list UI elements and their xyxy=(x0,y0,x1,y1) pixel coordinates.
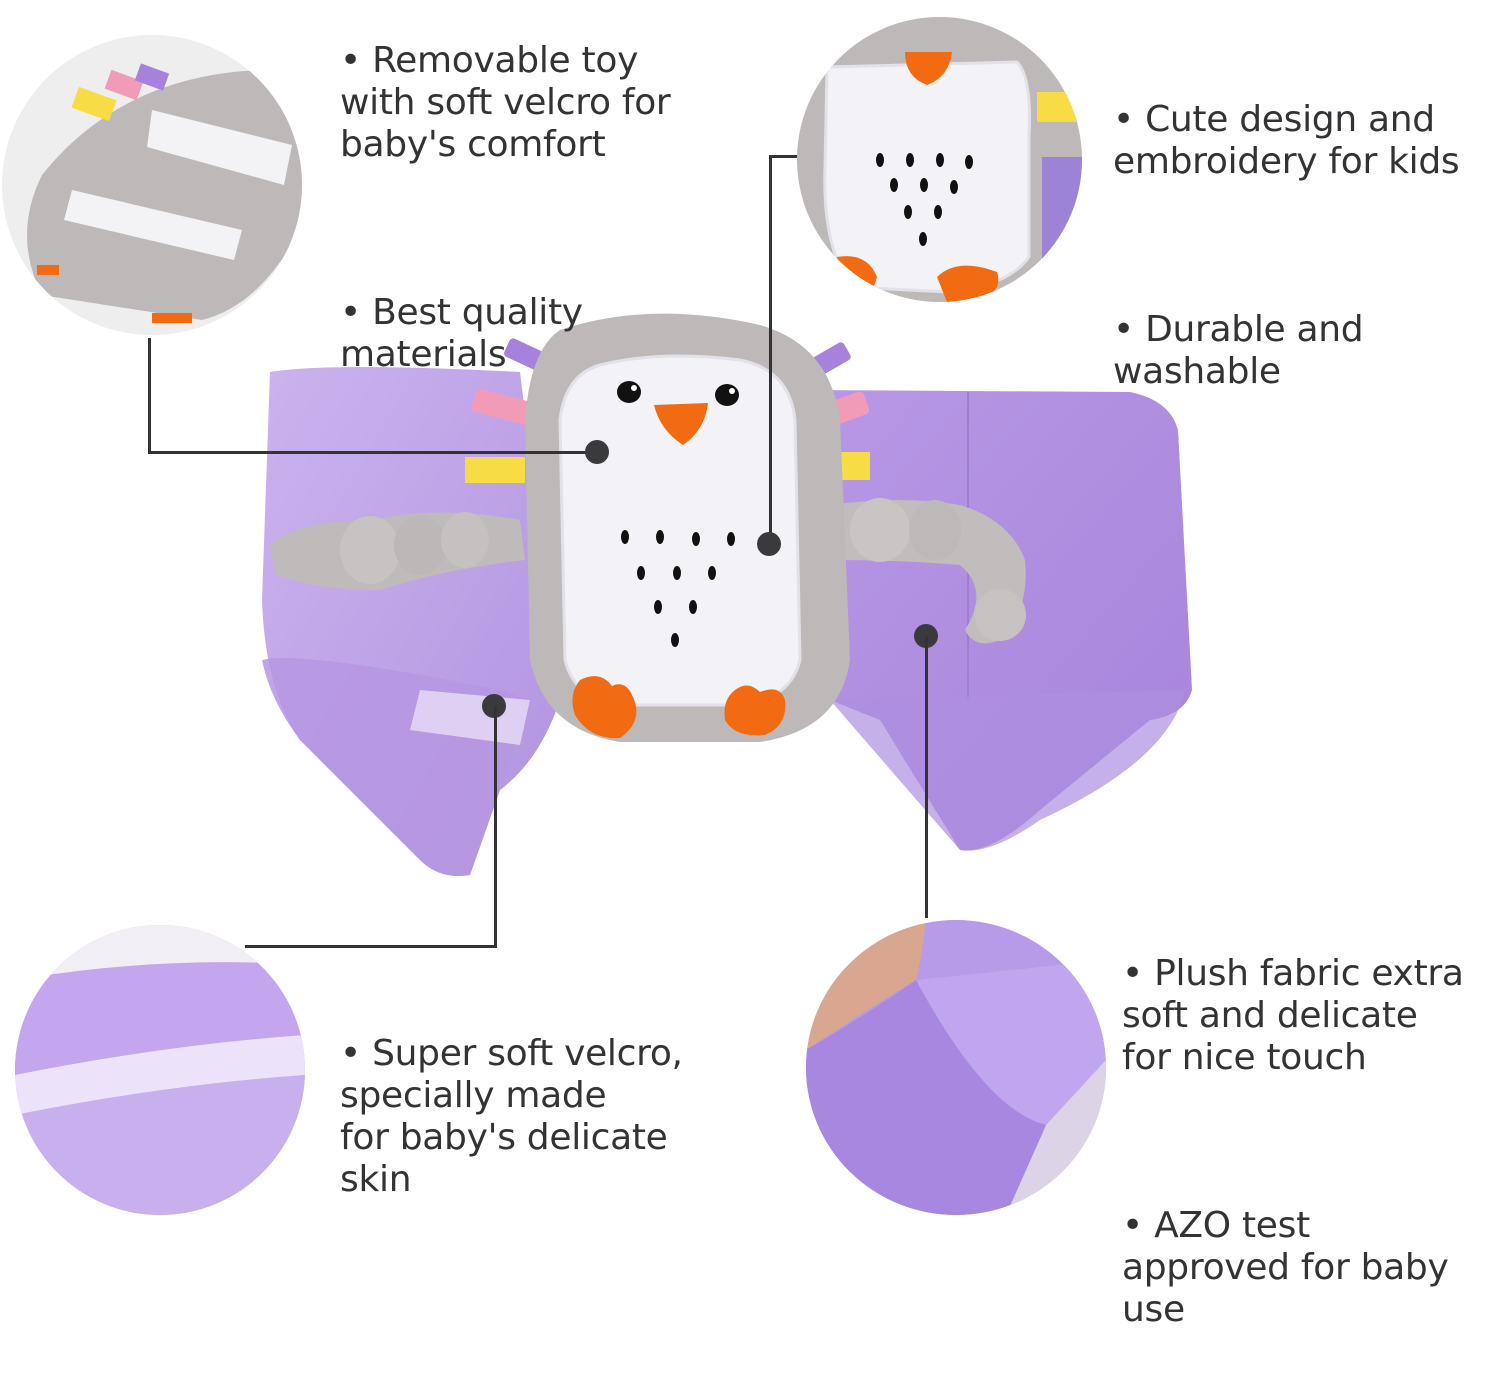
feature-azo-tested: • AZO test approved for baby use xyxy=(1122,1205,1449,1330)
connector-dot xyxy=(585,440,609,464)
product-illustration xyxy=(240,300,1200,880)
penguin-belt-icon xyxy=(262,313,1192,876)
connector-line xyxy=(245,945,497,948)
feature-list-fabric: • Plush fabric extra soft and delicate f… xyxy=(1122,911,1500,1373)
callout-circle-toy-back xyxy=(2,35,302,335)
feature-soft-velcro: • Super soft velcro, specially made for … xyxy=(340,1033,683,1200)
feature-list-toy: • Removable toy with soft velcro for bab… xyxy=(340,0,740,418)
connector-line xyxy=(925,636,928,918)
connector-line xyxy=(769,155,772,545)
connector-line xyxy=(148,338,151,454)
penguin-belly-icon xyxy=(823,52,1082,302)
callout-circle-belt-velcro xyxy=(15,925,305,1215)
plush-fabric-icon xyxy=(806,920,1106,1215)
feature-plush-fabric: • Plush fabric extra soft and delicate f… xyxy=(1122,953,1464,1078)
connector-dot xyxy=(757,532,781,556)
velcro-strip-icon xyxy=(27,63,302,323)
connector-line xyxy=(494,706,497,948)
connector-line xyxy=(769,155,797,158)
feature-removable-toy: • Removable toy with soft velcro for bab… xyxy=(340,40,671,165)
connector-line xyxy=(148,451,598,454)
callout-circle-toy-front xyxy=(797,17,1082,302)
feature-list-velcro: • Super soft velcro, specially made for … xyxy=(340,991,740,1243)
feature-list-design: • Cute design and embroidery for kids • … xyxy=(1113,57,1500,435)
feature-durable-washable: • Durable and washable xyxy=(1113,309,1364,392)
callout-circle-plush-fabric xyxy=(806,920,1106,1215)
feature-quality-materials: • Best quality materials xyxy=(340,292,583,375)
feature-cute-design: • Cute design and embroidery for kids xyxy=(1113,99,1460,182)
soft-velcro-icon xyxy=(15,925,305,1215)
